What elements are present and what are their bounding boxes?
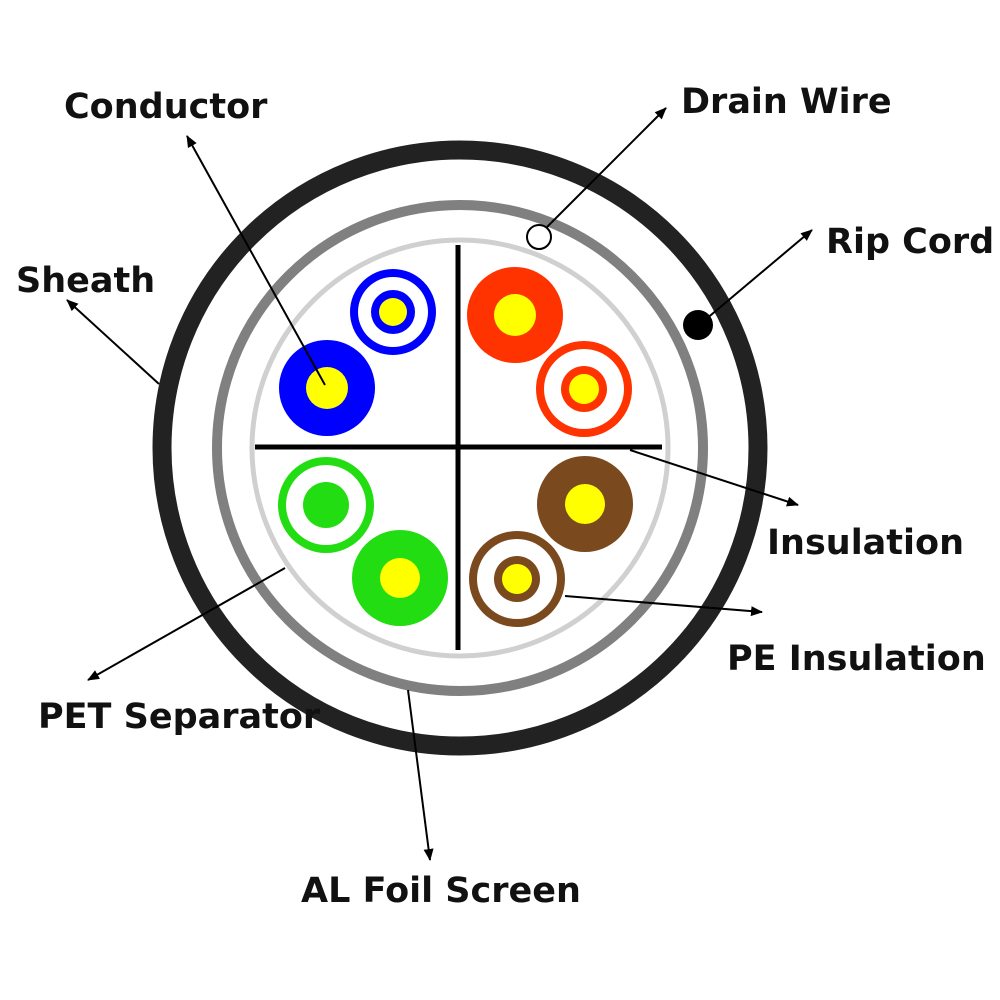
leader-pet-separator bbox=[87, 567, 286, 681]
rip-cord bbox=[683, 310, 713, 340]
label-drain-wire: Drain Wire bbox=[681, 82, 892, 122]
blue-solid-wire bbox=[279, 340, 375, 436]
label-sheath: Sheath bbox=[16, 261, 155, 301]
orange-solid-wire bbox=[467, 267, 563, 363]
label-rip-cord: Rip Cord bbox=[826, 222, 994, 262]
leader-lines bbox=[66, 107, 813, 861]
label-pe-insulation: PE Insulation bbox=[727, 639, 986, 679]
label-pet-separator: PET Separator bbox=[38, 697, 321, 737]
leader-insulation bbox=[629, 449, 799, 507]
leader-pe-insulation bbox=[564, 595, 763, 617]
blue-pair bbox=[279, 269, 436, 436]
leader-conductor bbox=[186, 135, 326, 386]
label-insulation: Insulation bbox=[767, 523, 964, 563]
green-striped-wire bbox=[278, 457, 374, 553]
label-al-foil-screen: AL Foil Screen bbox=[301, 871, 581, 911]
drain-wire bbox=[526, 224, 552, 250]
orange-pair bbox=[467, 267, 632, 437]
blue-striped-wire bbox=[350, 269, 436, 355]
orange-striped-wire bbox=[536, 341, 632, 437]
brown-pair bbox=[469, 456, 633, 627]
brown-solid-wire bbox=[537, 456, 633, 552]
label-conductor: Conductor bbox=[64, 87, 268, 127]
green-solid-wire bbox=[352, 530, 448, 626]
brown-striped-wire bbox=[469, 531, 565, 627]
leader-drain-wire bbox=[545, 107, 667, 229]
leader-rip-cord bbox=[704, 229, 813, 321]
leader-al-foil-screen bbox=[407, 689, 434, 861]
leader-sheath bbox=[66, 299, 160, 385]
green-pair bbox=[278, 457, 448, 626]
